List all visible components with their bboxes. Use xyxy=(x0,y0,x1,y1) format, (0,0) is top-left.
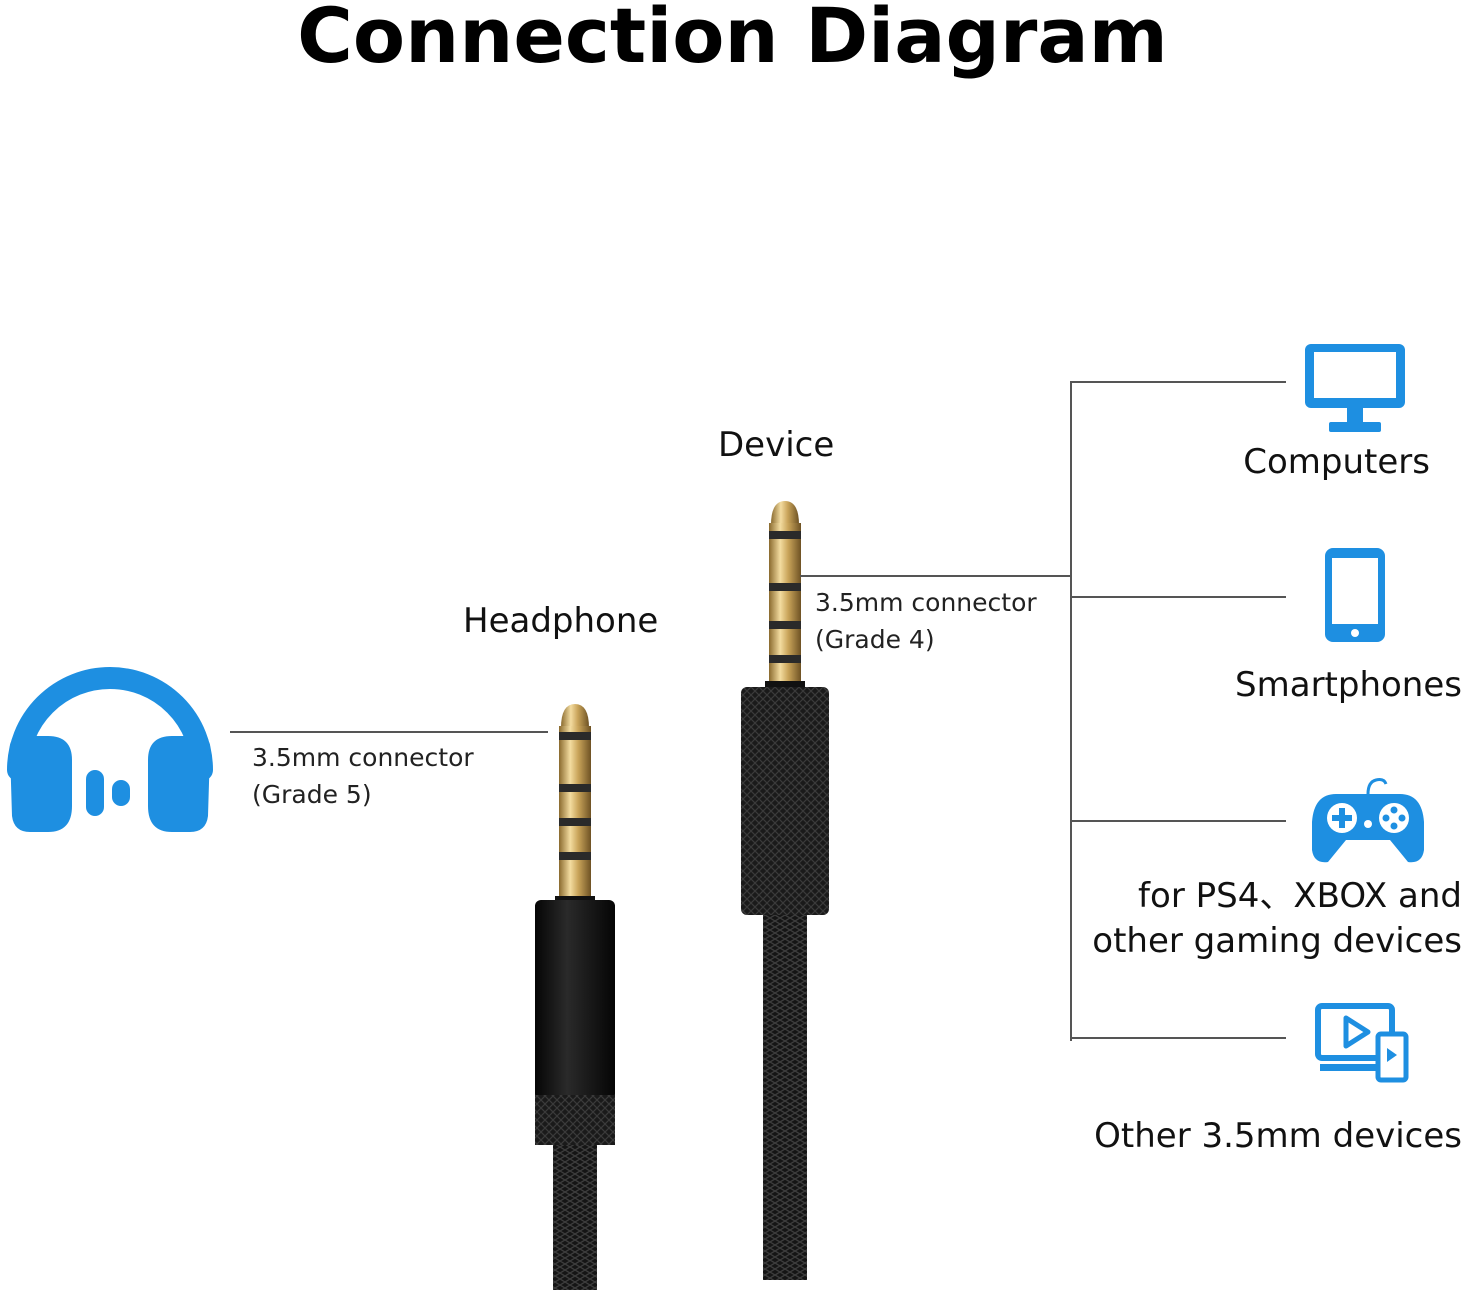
headphone-plug xyxy=(525,700,625,1290)
target-label-computers: Computers xyxy=(1243,442,1430,482)
branch-line-computers xyxy=(1070,381,1286,383)
device-connector-spec: 3.5mm connector xyxy=(815,588,1037,617)
gamepad-icon xyxy=(1310,776,1426,866)
device-connector-line xyxy=(800,575,1072,577)
headphone-connector-line xyxy=(230,731,548,733)
headphones-icon xyxy=(0,620,220,845)
branch-line-smartphones xyxy=(1070,596,1286,598)
branch-line xyxy=(1070,381,1072,1041)
device-plug xyxy=(735,495,835,1285)
branch-line-other xyxy=(1070,1037,1286,1039)
media-devices-icon xyxy=(1315,1003,1410,1084)
target-label-smartphones: Smartphones xyxy=(1235,665,1462,705)
target-label-other: Other 3.5mm devices xyxy=(1094,1116,1462,1156)
target-label-gaming-line2: other gaming devices xyxy=(1092,921,1462,961)
headphone-connector-grade: (Grade 5) xyxy=(252,780,372,809)
smartphone-icon xyxy=(1323,546,1387,644)
branch-line-gaming xyxy=(1070,820,1286,822)
monitor-icon xyxy=(1303,342,1407,434)
device-connector-grade: (Grade 4) xyxy=(815,625,935,654)
headphone-label: Headphone xyxy=(463,601,659,641)
headphone-connector-spec: 3.5mm connector xyxy=(252,743,474,772)
page-title: Connection Diagram xyxy=(297,0,1168,80)
target-label-gaming-line1: for PS4、XBOX and xyxy=(1138,876,1462,916)
device-label: Device xyxy=(718,425,835,465)
